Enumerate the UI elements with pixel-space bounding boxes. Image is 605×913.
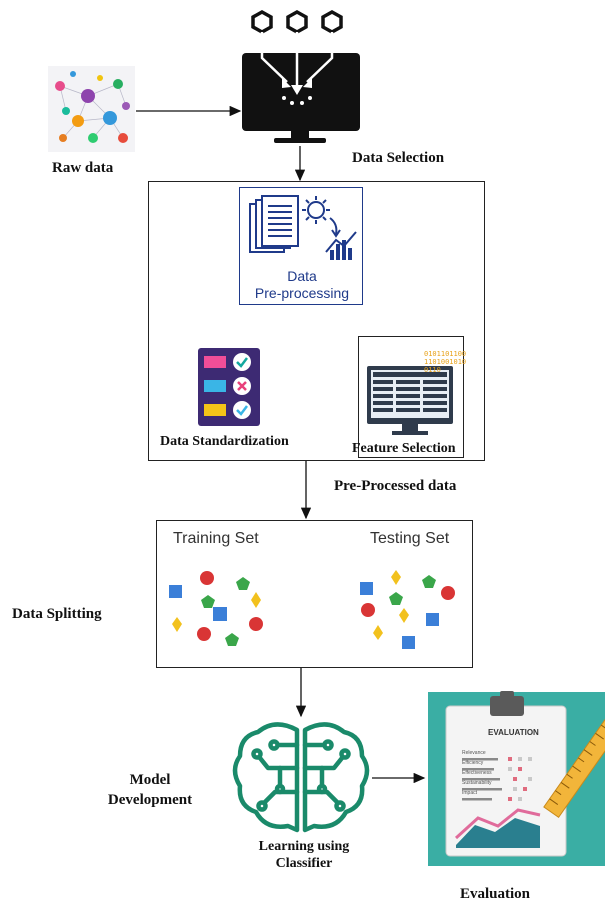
model-development-label: Model Development <box>107 772 193 808</box>
eval-row-3: Effectiveness <box>462 770 492 776</box>
data-preprocessing-line2: Pre-processing <box>254 285 350 301</box>
eval-sheet-title: EVALUATION <box>488 728 539 737</box>
evaluation-label: Evaluation <box>460 886 531 902</box>
binary-line-1: 0101101100 <box>424 350 467 358</box>
eval-sheet-rows: Relevance Efficiency Effectiveness Susta… <box>462 748 492 798</box>
eval-row-4: Sustainability <box>462 780 492 786</box>
binary-text: 0101101100 1101001010 0110 <box>424 350 466 374</box>
eval-row-2: Efficiency <box>462 760 484 766</box>
eval-row-1: Relevance <box>462 750 486 756</box>
evaluation-image <box>428 692 605 866</box>
feature-selection-label: Feature Selection <box>352 441 456 456</box>
data-splitting-label: Data Splitting <box>12 606 102 622</box>
data-selection-label: Data Selection <box>352 150 445 166</box>
data-preprocessing-line1: Data <box>287 268 317 284</box>
pre-processed-label: Pre-Processed data <box>334 478 457 494</box>
document-gear-chart-icon <box>249 195 357 260</box>
data-splitting-box <box>156 520 473 668</box>
eval-row-5: Impact <box>462 790 478 796</box>
binary-line-3: 0110 <box>424 366 441 374</box>
network-icon <box>55 71 130 143</box>
raw-data-label: Raw data <box>52 160 114 176</box>
training-set-label: Training Set <box>173 530 259 547</box>
data-preprocessing-card: Data Pre-processing <box>239 187 363 305</box>
learning-classifier-label: Learning using Classifier <box>258 839 350 871</box>
binary-line-2: 1101001010 <box>424 358 467 366</box>
raw-data-image <box>48 66 135 152</box>
data-standardization-label: Data Standardization <box>160 434 289 449</box>
testing-set-label: Testing Set <box>370 530 450 547</box>
